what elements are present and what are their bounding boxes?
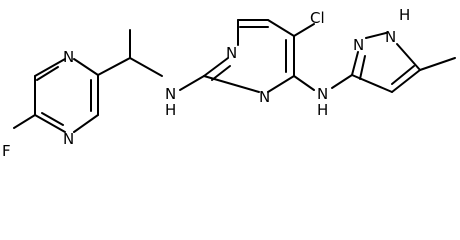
bond [97,57,131,76]
atom-label-n: N [63,130,74,148]
atom-label-n: N [226,44,237,62]
atom-label-n: N [385,28,396,46]
chemical-structure-diagram: F N N N H N N Cl N H N H N [2,6,456,158]
bond-lines [13,19,456,133]
atom-label-n: N [259,88,270,106]
bond [293,75,315,91]
atom-label-n: N [63,48,74,66]
atom-labels: F N N N H N N Cl N H N H N [2,6,410,158]
atom-label-n: N [165,85,176,103]
atom-label-n: N [317,85,328,103]
bond [359,55,366,80]
bond [419,57,456,71]
atom-label-n: N [353,36,364,54]
bond [267,75,295,93]
bond [331,74,353,89]
atom-label-cl: Cl [310,9,325,27]
bond [396,43,421,71]
bond [179,75,205,91]
bond [203,75,260,93]
bond [34,58,66,77]
bond [391,65,415,85]
bond [36,66,59,81]
atom-label-h: H [399,6,410,24]
bond [41,112,64,126]
atom-label-h: H [165,101,176,119]
bond [203,57,229,77]
atom-label-f: F [2,142,11,158]
bond [34,114,66,133]
bond [129,57,163,77]
bond [211,65,231,81]
bond [351,74,393,93]
atom-label-h: H [317,101,328,119]
bond [73,114,99,133]
bond [293,23,315,37]
bond [267,19,295,37]
bond [365,32,387,39]
bond [73,58,99,76]
bond [13,114,36,129]
bond [351,51,359,76]
bond [391,69,421,93]
